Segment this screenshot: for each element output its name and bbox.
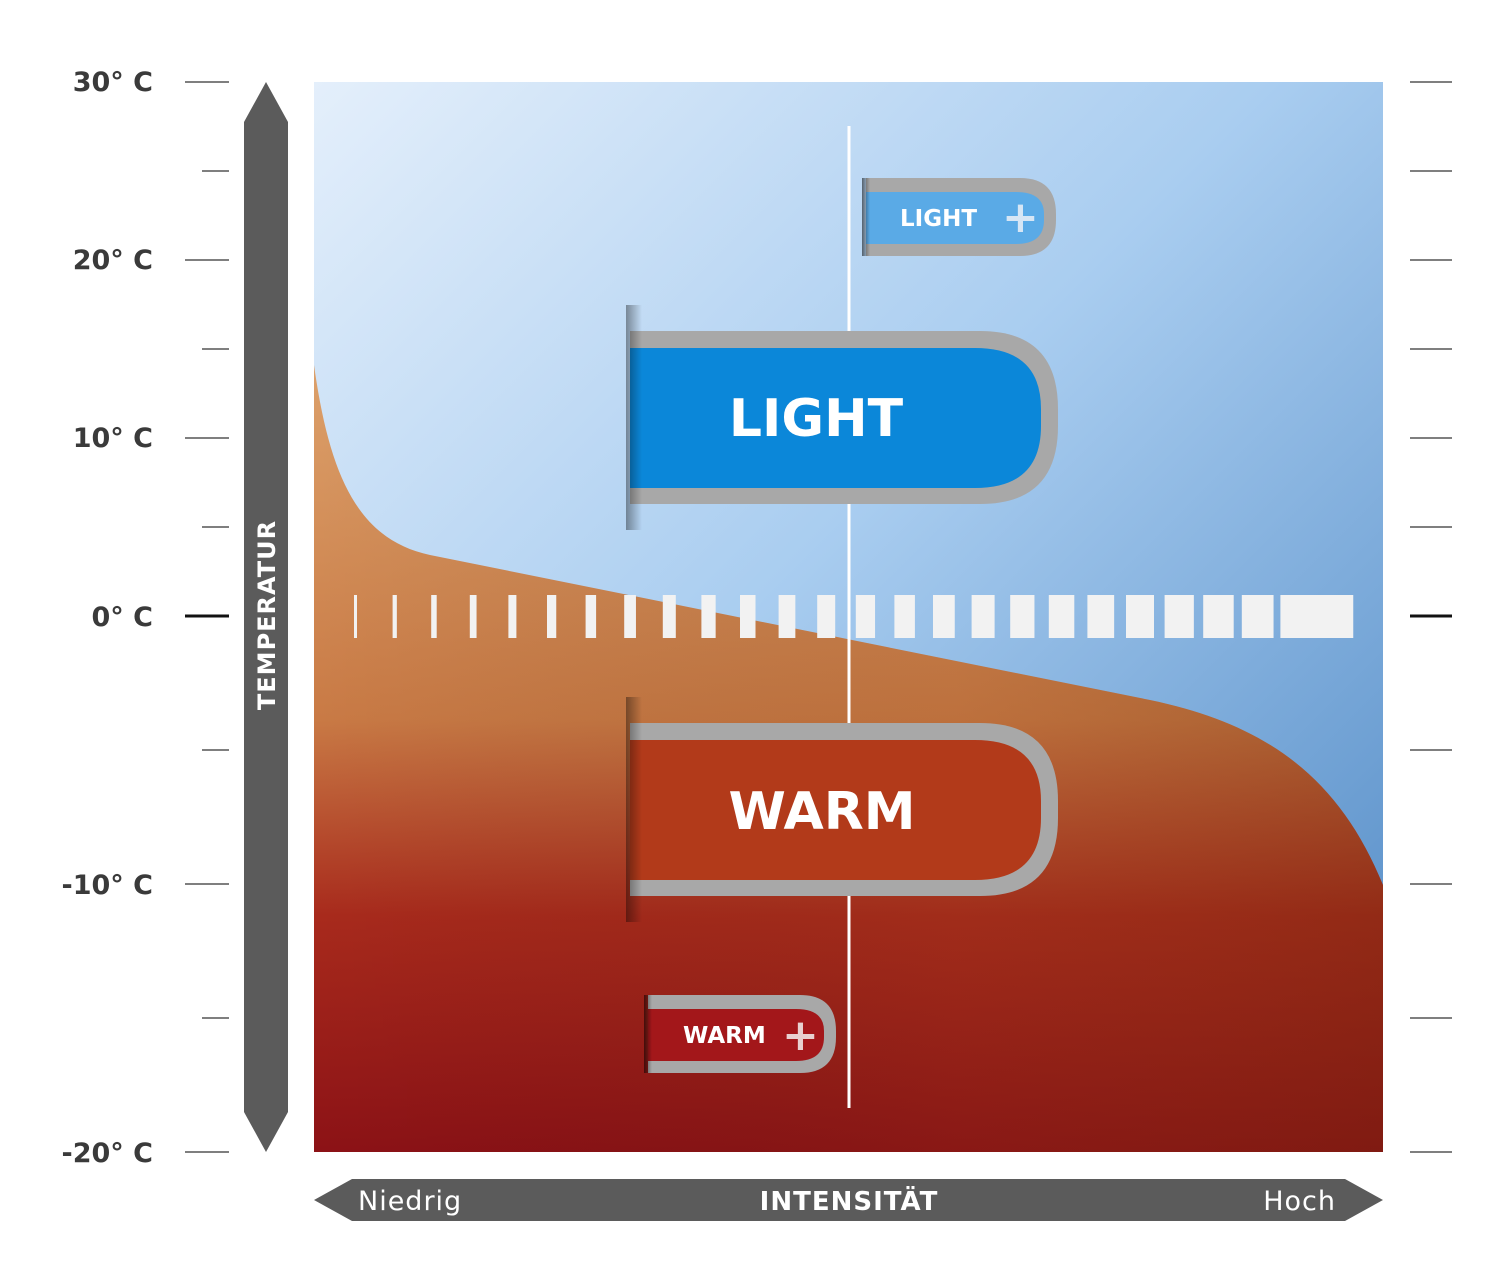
intensity-axis-title: INTENSITÄT	[760, 1185, 939, 1217]
zero-arrow-dash	[971, 595, 995, 638]
zero-arrow-dash	[392, 595, 397, 638]
temperature-axis-title: TEMPERATUR	[253, 520, 281, 710]
zero-arrow-dash	[354, 595, 357, 638]
zero-arrow-dash	[1087, 595, 1115, 638]
light-plus-plus-icon: +	[1002, 192, 1039, 243]
zero-arrow-dash	[740, 595, 756, 638]
light-label: LIGHT	[729, 389, 904, 449]
zero-arrow-dash	[933, 595, 955, 638]
temperature-axis-arrow: TEMPERATUR	[244, 82, 288, 1152]
tick-label-minus-20: -20° C	[62, 1138, 154, 1169]
zero-arrow-head	[1282, 595, 1345, 638]
intensity-axis-arrow: Niedrig INTENSITÄT Hoch	[314, 1179, 1383, 1221]
intensity-high-label: Hoch	[1263, 1186, 1336, 1217]
zero-arrow-dash	[624, 595, 636, 638]
zero-arrow-dash	[469, 595, 477, 638]
tick-label-10: 10° C	[73, 423, 153, 454]
zero-arrow-dash	[1048, 595, 1075, 638]
tick-label-0: 0° C	[91, 602, 153, 633]
zero-arrow-dash	[701, 595, 716, 638]
zero-arrow-dash	[431, 595, 437, 638]
light-plus-badge: LIGHT +	[862, 178, 1056, 256]
zero-arrow-dash	[1203, 595, 1234, 638]
zero-arrow-dash	[585, 595, 597, 638]
zero-arrow-dash	[508, 595, 517, 638]
intensity-low-label: Niedrig	[358, 1186, 462, 1217]
tick-label-20: 20° C	[73, 245, 153, 276]
zero-arrow-dash	[894, 595, 915, 638]
tick-lines	[185, 81, 1452, 1153]
tick-label-30: 30° C	[73, 67, 153, 98]
left-tick-group: 30° C 20° C 10° C 0° C -10° C -20° C	[62, 67, 154, 1169]
zero-arrow-dash	[1241, 595, 1274, 638]
zero-arrow-dash	[662, 595, 676, 638]
warm-plus-badge: WARM +	[644, 995, 836, 1073]
zero-degree-arrow	[354, 595, 1354, 638]
light-badge: LIGHT	[626, 305, 1058, 530]
zero-arrow-dash	[817, 595, 836, 638]
light-plus-label: LIGHT	[900, 206, 977, 232]
zero-arrow-dash	[547, 595, 557, 638]
tick-label-minus-10: -10° C	[62, 870, 154, 901]
warm-badge: WARM	[626, 697, 1058, 922]
warm-plus-plus-icon: +	[782, 1010, 819, 1061]
warm-plus-label: WARM	[683, 1023, 766, 1049]
zero-arrow-dash	[1010, 595, 1035, 638]
zero-arrow-dash	[1164, 595, 1194, 638]
zero-arrow-dash	[1126, 595, 1154, 638]
warm-label: WARM	[728, 782, 915, 842]
zero-arrow-dash	[855, 595, 876, 638]
zero-arrow-dash	[778, 595, 796, 638]
